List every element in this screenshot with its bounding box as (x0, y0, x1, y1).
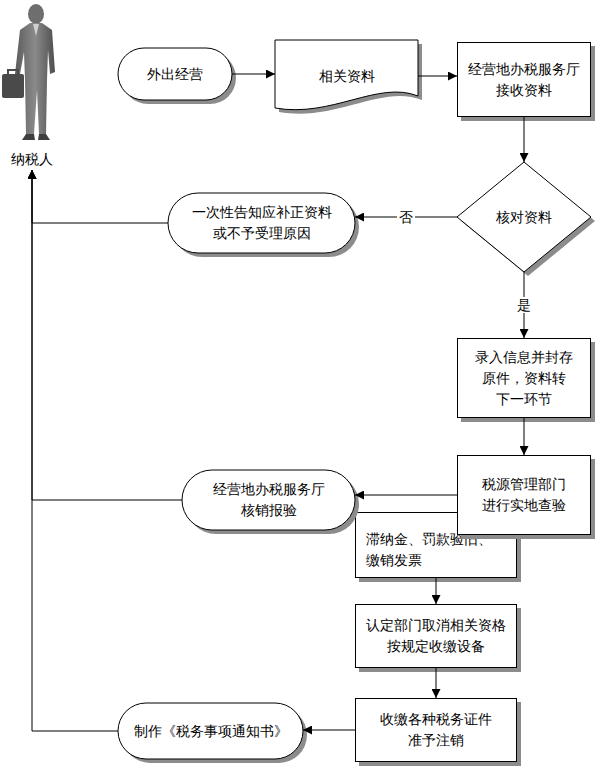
process-box: 认定部门取消相关资格 按规定收缴设备 (355, 604, 517, 668)
flow-arrow (303, 730, 355, 731)
node-text: 制作《税务事项通知书》 (134, 721, 288, 742)
terminal-box: 一次性告知应补正资料 或不予受理原因 (168, 193, 355, 253)
decision-diamond: 核对资料 (457, 162, 591, 272)
flow-arrow (436, 578, 437, 604)
flow-arrow (232, 74, 275, 75)
flow-arrow (32, 170, 182, 500)
process-box: 税源管理部门 进行实地查验 (457, 455, 591, 535)
flow-arrow (524, 418, 525, 455)
start-terminal: 外出经营 (118, 48, 232, 100)
terminal-box: 制作《税务事项通知书》 (118, 703, 303, 759)
node-text: 核对资料 (496, 207, 552, 228)
shape-outline (457, 162, 591, 272)
node-text: 纳税人 (11, 149, 53, 170)
shape-outline (118, 703, 303, 759)
node-text: 一次性告知应补正资料 或不予受理原因 (174, 202, 349, 244)
stadium-outline (182, 470, 355, 530)
node-text: 经营地办税服务厅 核销报验 (188, 479, 349, 521)
edge-label: 否 (397, 209, 415, 225)
node-text: 经营地办税服务厅 接收资料 (464, 59, 584, 101)
node-text: 录入信息并封存 原件，资料转 下一环节 (464, 347, 584, 410)
shape-outline (168, 193, 355, 253)
shape-outline (182, 470, 355, 530)
taxpayer-actor: 纳税人 (0, 0, 64, 170)
node-text: 认定部门取消相关资格 按规定收缴设备 (362, 615, 510, 657)
flow-arrow (418, 76, 457, 77)
terminal-box: 经营地办税服务厅 核销报验 (182, 470, 355, 530)
stadium-outline (168, 193, 355, 253)
flow-arrow (524, 117, 525, 162)
node-text: 滞纳金、罚款验旧、 缴销发票 (366, 529, 510, 571)
node-text: 相关资料 (319, 66, 375, 87)
shape-outline (275, 40, 418, 110)
document-shape: 相关资料 (275, 40, 418, 112)
edge-label: 是 (515, 297, 533, 313)
flow-arrow (355, 495, 457, 496)
node-text: 收缴各种税务证件 准予注销 (362, 709, 510, 751)
process-box: 收缴各种税务证件 准予注销 (355, 698, 517, 762)
node-text: 税源管理部门 进行实地查验 (464, 474, 584, 516)
flow-arrow (32, 170, 118, 731)
flow-arrow (436, 668, 437, 698)
process-box: 经营地办税服务厅 接收资料 (457, 42, 591, 117)
process-box: 录入信息并封存 原件，资料转 下一环节 (457, 338, 591, 418)
taxpayer-figure (0, 0, 62, 145)
node-text: 外出经营 (147, 64, 203, 85)
flow-arrow (32, 170, 168, 223)
shape-outline (118, 48, 232, 100)
